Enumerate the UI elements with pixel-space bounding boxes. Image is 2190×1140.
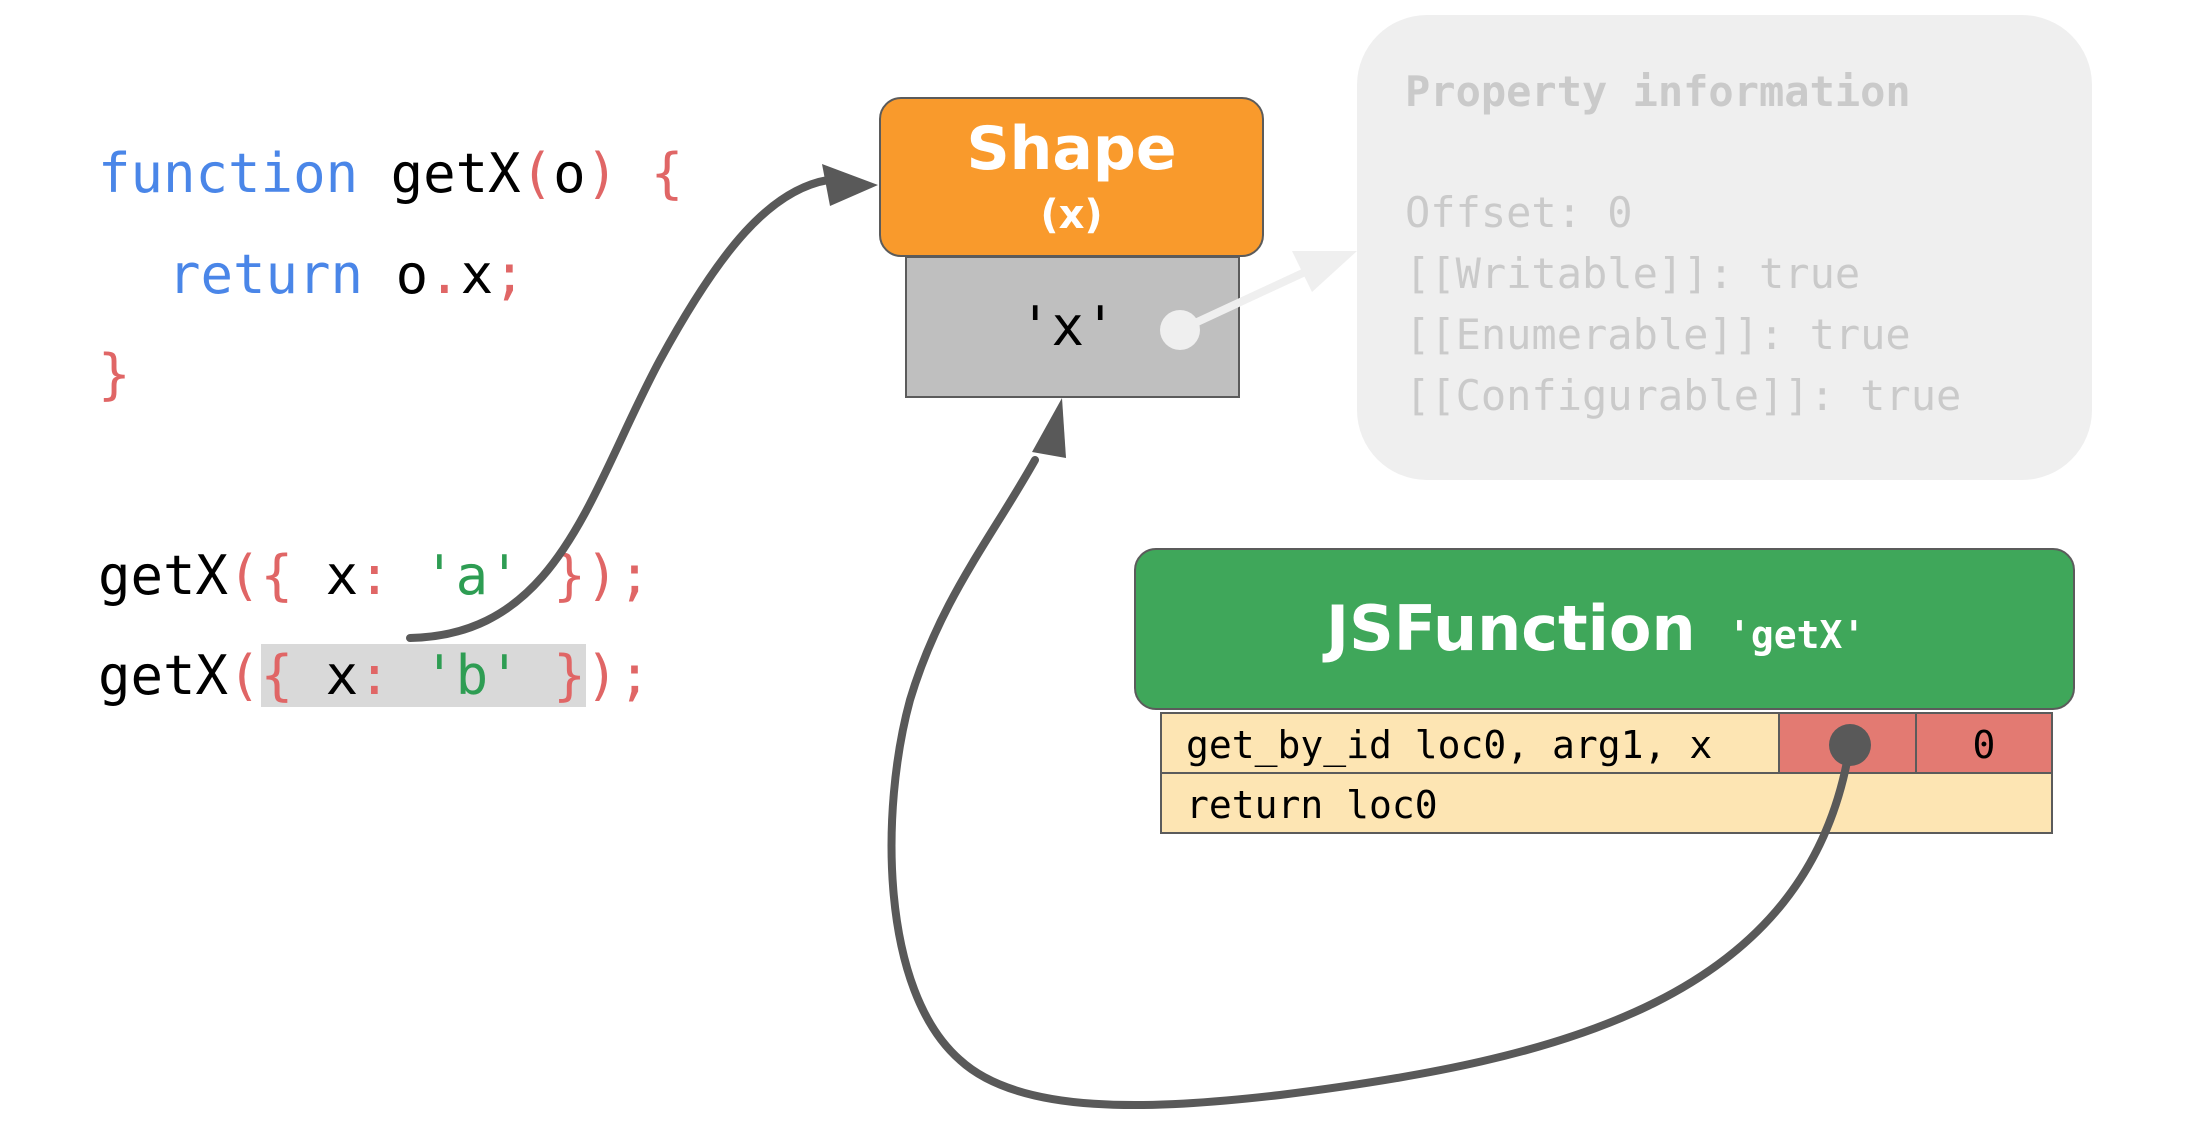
bytecode-get-by-id: get_by_id loc0, arg1, x [1186,723,1713,767]
code-line-brace-close: } [98,348,131,402]
semicolon: ; [493,243,526,306]
call-b-obj-close: } [553,644,586,707]
call-b-obj-open: { [260,644,294,707]
paren-open: ( [520,142,554,205]
shape-subtitle: (x) [1040,192,1103,238]
jsfunction-header: JSFunction 'getX' [1134,548,2075,710]
property-slot-dot [1160,310,1200,350]
inline-cache-offset: 0 [1972,723,1996,767]
property-info-enumerable: [[Enumerable]]: true [1405,310,1911,359]
call-a-open: ({ [228,544,294,607]
property-info-configurable: [[Configurable]]: true [1405,371,1962,420]
call-a-key: x [325,544,359,607]
function-name: getX [390,142,521,205]
keyword-function: function [98,142,359,205]
keyword-return: return [168,243,364,306]
bytecode-row-return: return loc0 [1160,772,2053,834]
bytecode-row-get-by-id: get_by_id loc0, arg1, x [1160,712,1780,774]
shape-title: Shape [966,114,1177,184]
property-to-info-arrowhead [1292,251,1357,292]
jsfunction-title: JSFunction [1326,592,1696,665]
call-b-open: ( [228,644,261,707]
call-a-fn: getX [98,544,229,607]
return-object: o [395,243,429,306]
member-dot: . [428,243,461,306]
shape-property-key: 'x' [1019,295,1117,358]
jsfunction-name: 'getX' [1728,613,1866,657]
inline-cache-dot [1829,724,1871,766]
call-b-fn: getX [98,644,229,707]
property-info-writable: [[Writable]]: true [1405,249,1861,298]
code-line-return: return o.x; [168,248,526,302]
inline-cache-to-shape-arrow [887,456,1854,1110]
call-a-colon: : [358,544,391,607]
code-line-call-b: getX({ x: 'b' }); [98,644,651,707]
bytecode-return: return loc0 [1186,783,1438,827]
code-line-function-decl: function getX(o) { [98,147,683,201]
call-a-close: }); [553,544,651,607]
brace-close: } [98,343,131,406]
return-property: x [460,243,494,306]
call-b-value: 'b' [423,644,521,707]
call-b-object-highlight: { x: 'b' } [260,644,586,707]
property-info-offset: Offset: 0 [1405,188,1633,237]
shape-property-slot: 'x' [905,256,1240,398]
brace-open: { [650,142,684,205]
shape-header: Shape (x) [879,97,1264,257]
call-b-colon: : [358,644,391,707]
property-to-info-arrow [1176,268,1309,334]
param-o: o [553,142,586,205]
object-to-shape-arrow [406,176,832,642]
paren-close: ) [585,142,619,205]
property-information-title: Property information [1405,67,1911,116]
code-line-call-a: getX({ x: 'a' }); [98,549,651,603]
property-information-panel: Property information Offset: 0 [[Writabl… [1357,15,2092,480]
call-b-close: ); [585,644,651,707]
object-to-shape-arrowhead [822,164,878,206]
inline-cache-to-shape-arrowhead [1032,398,1066,458]
call-b-key: x [325,644,359,707]
call-a-value: 'a' [423,544,521,607]
